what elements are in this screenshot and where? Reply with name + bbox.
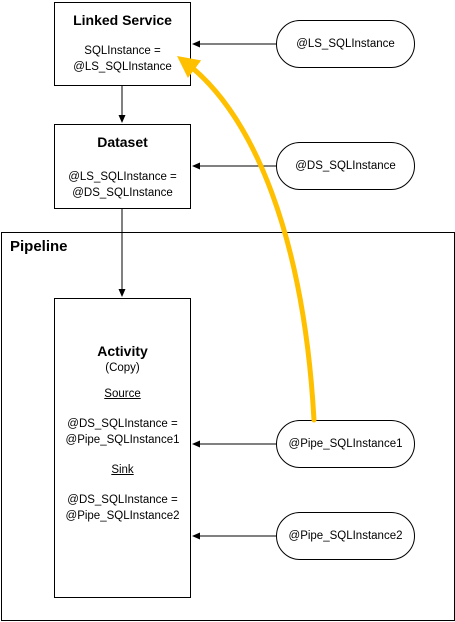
activity-source-label: Source	[104, 388, 141, 400]
activity-box: Activity (Copy) Source @DS_SQLInstance =…	[54, 298, 191, 598]
param-ls-pill: @LS_SQLInstance	[276, 20, 415, 68]
dataset-title: Dataset	[97, 134, 148, 150]
dataset-box: Dataset @LS_SQLInstance = @DS_SQLInstanc…	[54, 124, 191, 209]
linked-service-line1: SQLInstance =	[84, 45, 161, 57]
pipeline-title: Pipeline	[10, 238, 68, 255]
param-pipe2-label: @Pipe_SQLInstance2	[288, 530, 403, 542]
activity-subtitle: (Copy)	[105, 362, 140, 374]
highlight-arrow-pipe1-to-linked-service	[177, 55, 317, 423]
dataset-line1: @LS_SQLInstance =	[68, 171, 177, 183]
linked-service-title: Linked Service	[73, 12, 172, 28]
param-pipe1-label: @Pipe_SQLInstance1	[288, 438, 403, 450]
linked-service-box: Linked Service SQLInstance = @LS_SQLInst…	[54, 2, 191, 86]
linked-service-line2: @LS_SQLInstance	[73, 61, 172, 73]
dataset-line2: @DS_SQLInstance	[72, 187, 173, 199]
param-ls-label: @LS_SQLInstance	[296, 38, 395, 50]
activity-source-line2: @Pipe_SQLInstance1	[65, 434, 180, 446]
param-pipe1-pill: @Pipe_SQLInstance1	[276, 420, 415, 468]
activity-sink-line1: @DS_SQLInstance =	[67, 494, 178, 506]
activity-sink-label: Sink	[111, 464, 134, 476]
param-ds-pill: @DS_SQLInstance	[276, 142, 415, 190]
param-pipe2-pill: @Pipe_SQLInstance2	[276, 512, 415, 560]
activity-sink-line2: @Pipe_SQLInstance2	[65, 510, 180, 522]
activity-title: Activity	[97, 343, 148, 359]
activity-source-line1: @DS_SQLInstance =	[67, 418, 178, 430]
param-ds-label: @DS_SQLInstance	[295, 160, 396, 172]
